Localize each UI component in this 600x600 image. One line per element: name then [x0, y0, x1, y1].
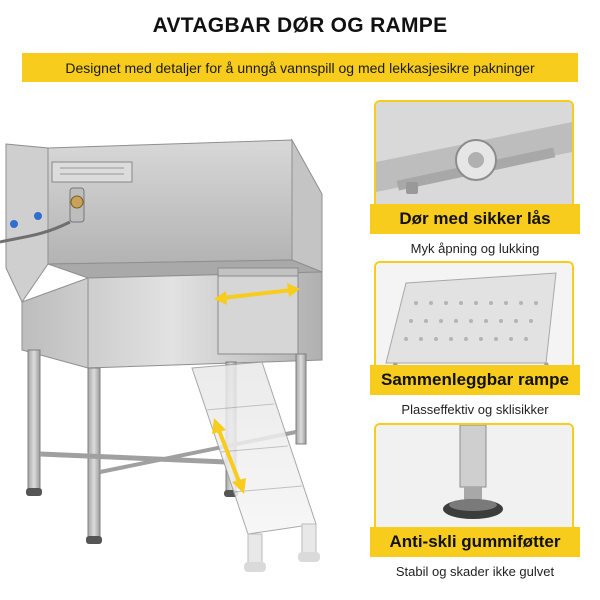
ramp-fold-arrow-icon	[212, 418, 246, 494]
feature-caption: Stabil og skader ikke gulvet	[395, 564, 555, 579]
feature-label: Anti-skli gummiføtter	[370, 527, 580, 557]
grooming-tub-illustration	[0, 138, 323, 572]
leg-front-left	[27, 349, 41, 491]
feature-caption: Myk åpning og lukking	[410, 241, 540, 256]
rubber-foot-closeup-photo	[374, 423, 574, 547]
soap-shelf	[51, 161, 133, 183]
door-lock-closeup-photo	[374, 100, 574, 224]
leg-back-right	[295, 353, 307, 445]
subtitle-banner: Designet med detaljer for å unngå vannsp…	[22, 53, 578, 82]
foot	[26, 488, 42, 496]
valve-blue-icon	[34, 212, 42, 220]
front-door	[217, 267, 299, 355]
faucet-knob	[70, 195, 84, 209]
door-slide-arrow-icon	[214, 283, 300, 305]
leg-front-right	[87, 367, 101, 539]
feature-label: Dør med sikker lås	[370, 204, 580, 234]
tub-back-wall	[47, 139, 293, 265]
tub-right-wall	[291, 138, 323, 273]
subtitle-text: Designet med detaljer for å unngå vannsp…	[65, 59, 535, 76]
feature-label: Sammenleggbar rampe	[370, 365, 580, 395]
page-title: AVTAGBAR DØR OG RAMPE	[152, 14, 448, 37]
hose	[0, 220, 71, 244]
valve-blue-icon-2	[10, 220, 18, 228]
leg-tube	[459, 425, 487, 488]
folding-ramp	[191, 361, 320, 572]
foot	[86, 536, 102, 544]
feature-caption: Plasseffektiv og sklisikker	[401, 402, 549, 417]
tub-left-wall	[5, 143, 49, 304]
